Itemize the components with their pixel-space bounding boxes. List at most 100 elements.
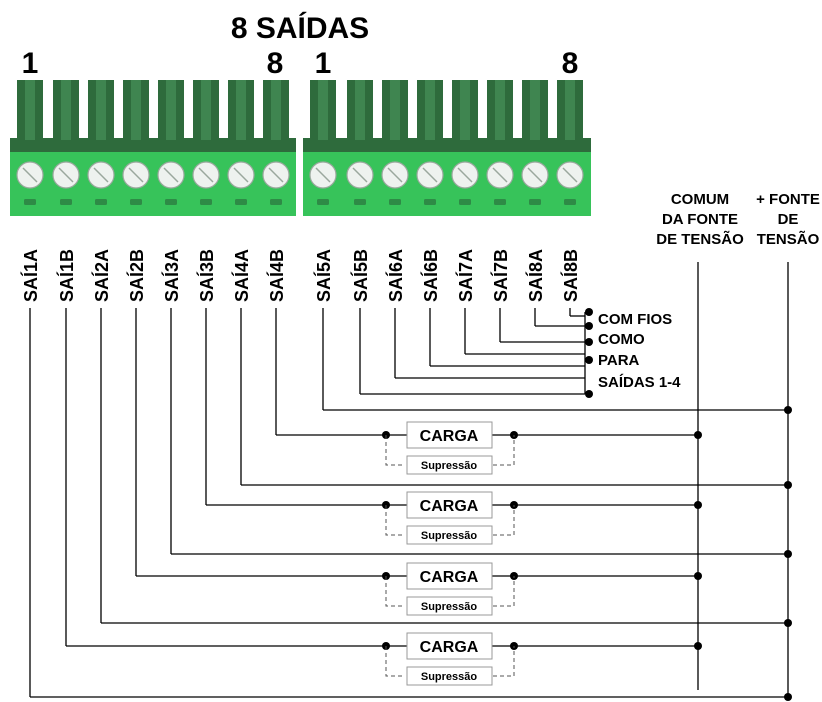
- pin-plug-highlight: [236, 80, 246, 140]
- terminal-window: [529, 199, 541, 205]
- terminal-label: SAÍ7B: [490, 249, 511, 302]
- suppression-dashed-path: [385, 646, 515, 677]
- terminal-window: [494, 199, 506, 205]
- terminal-label: SAÍ8A: [525, 249, 546, 302]
- connector-1-last-pin-number: 8: [267, 47, 284, 80]
- wiring-note-line-2: COMO: [598, 331, 645, 348]
- terminal-window: [200, 199, 212, 205]
- terminal-window: [424, 199, 436, 205]
- junction-dot: [784, 406, 792, 414]
- terminal-window: [60, 199, 72, 205]
- terminal-window: [24, 199, 36, 205]
- load-label: CARGA: [420, 639, 479, 656]
- junction-dot: [694, 501, 702, 509]
- terminal-label: SAÍ7A: [455, 249, 476, 302]
- terminal-label: SAÍ1B: [56, 249, 77, 302]
- load-label: CARGA: [420, 569, 479, 586]
- terminal-window: [165, 199, 177, 205]
- wiring-note-line-1: COM FIOS: [598, 311, 672, 328]
- suppression-dashed-path: [385, 576, 515, 607]
- screw-slot: [268, 167, 284, 183]
- screw-slot: [527, 167, 543, 183]
- terminal-window: [130, 199, 142, 205]
- junction-dot: [784, 693, 792, 701]
- connector-2-last-pin-number: 8: [562, 47, 579, 80]
- terminal-label: SAÍ4A: [231, 249, 252, 302]
- pin-plug-highlight: [61, 80, 71, 140]
- screw-slot: [198, 167, 214, 183]
- terminal-label: SAÍ6A: [385, 249, 406, 302]
- pin-plug-highlight: [131, 80, 141, 140]
- suppression-dashed-path: [385, 435, 515, 466]
- junction-dot: [585, 390, 593, 398]
- common-label-line-2: DA FONTE: [662, 211, 738, 228]
- load-label: CARGA: [420, 428, 479, 445]
- pin-plug-highlight: [96, 80, 106, 140]
- screw-slot: [58, 167, 74, 183]
- suppression-box: [406, 525, 493, 545]
- screw-slot: [315, 167, 331, 183]
- terminal-label: SAÍ3B: [196, 249, 217, 302]
- screw-slot: [163, 167, 179, 183]
- pin-plug-highlight: [390, 80, 400, 140]
- pin-plug-highlight: [318, 80, 328, 140]
- suppression-label: Supressão: [421, 671, 478, 683]
- junction-dot: [784, 619, 792, 627]
- wiring-note-line-3: PARA: [598, 352, 640, 369]
- screw-slot: [93, 167, 109, 183]
- load-box: [406, 421, 493, 449]
- terminal-label: SAÍ1A: [20, 249, 41, 302]
- screw-slot: [387, 167, 403, 183]
- pin-plug-highlight: [460, 80, 470, 140]
- supply-label-line-2: DE: [778, 211, 799, 228]
- terminal-window: [235, 199, 247, 205]
- pin-plug-highlight: [201, 80, 211, 140]
- load-label: CARGA: [420, 498, 479, 515]
- terminal-window: [389, 199, 401, 205]
- supply-label-line-1: + FONTE: [756, 191, 820, 208]
- screw-slot: [457, 167, 473, 183]
- connector-2-first-pin-number: 1: [315, 47, 332, 80]
- junction-dot: [694, 572, 702, 580]
- common-label-line-3: DE TENSÃO: [656, 230, 744, 248]
- load-box: [406, 562, 493, 590]
- terminal-window: [354, 199, 366, 205]
- suppression-box: [406, 666, 493, 686]
- connector-1-first-pin-number: 1: [22, 47, 39, 80]
- supply-label-line-3: TENSÃO: [757, 230, 820, 248]
- screw-slot: [422, 167, 438, 183]
- connector-block-1: [10, 80, 296, 216]
- pin-plug-highlight: [495, 80, 505, 140]
- terminal-label: SAÍ6B: [420, 249, 441, 302]
- suppression-dashed-path: [385, 505, 515, 536]
- suppression-box: [406, 596, 493, 616]
- screw-slot: [492, 167, 508, 183]
- terminal-label: SAÍ3A: [161, 249, 182, 302]
- pin-plug-highlight: [355, 80, 365, 140]
- junction-dot: [585, 338, 593, 346]
- terminal-window: [564, 199, 576, 205]
- pin-plug-highlight: [271, 80, 281, 140]
- terminal-window: [459, 199, 471, 205]
- terminal-label: SAÍ5A: [313, 249, 334, 302]
- screw-slot: [562, 167, 578, 183]
- junction-dot: [784, 550, 792, 558]
- suppression-label: Supressão: [421, 460, 478, 472]
- junction-dot: [585, 308, 593, 316]
- suppression-label: Supressão: [421, 530, 478, 542]
- terminal-label: SAÍ2A: [91, 249, 112, 302]
- pin-plug-highlight: [425, 80, 435, 140]
- pin-plug-highlight: [530, 80, 540, 140]
- load-box: [406, 491, 493, 519]
- terminal-window: [95, 199, 107, 205]
- screw-slot: [352, 167, 368, 183]
- terminal-label: SAÍ4B: [266, 249, 287, 302]
- junction-dot: [784, 481, 792, 489]
- suppression-label: Supressão: [421, 601, 478, 613]
- connector-block-2: [303, 80, 591, 216]
- terminal-label: SAÍ2B: [126, 249, 147, 302]
- screw-slot: [233, 167, 249, 183]
- terminal-window: [317, 199, 329, 205]
- wiring-note-line-4: SAÍDAS 1-4: [598, 374, 681, 391]
